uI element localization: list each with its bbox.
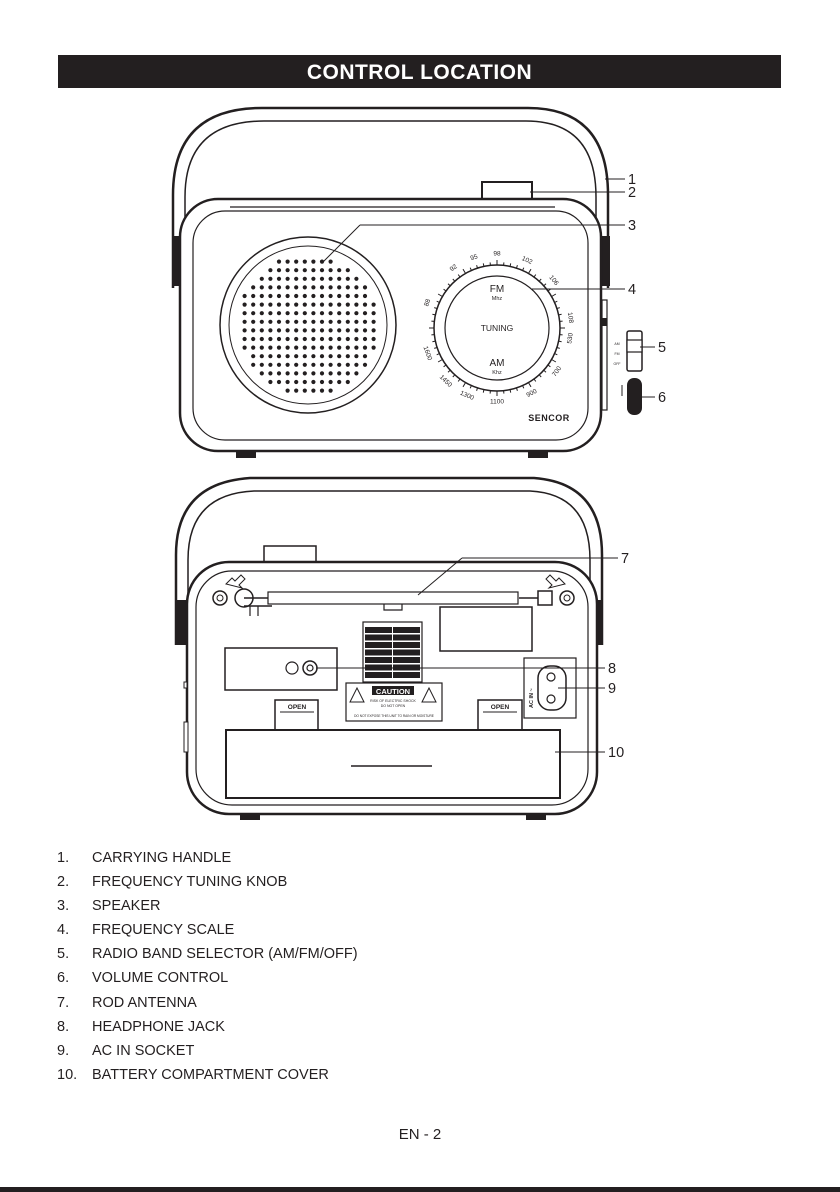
frequency-dial xyxy=(429,260,565,396)
legend-number: 1. xyxy=(57,850,70,866)
dial-am-unit: Khz xyxy=(492,370,502,376)
legend-item: 5. RADIO BAND SELECTOR (AM/FM/OFF) xyxy=(57,942,358,966)
caution-line-1: RISK OF ELECTRIC SHOCK xyxy=(370,699,416,703)
callout-9: 9 xyxy=(608,681,616,697)
dial-frequency-mark: 108 xyxy=(566,312,574,324)
ac-in-label: AC IN ~ xyxy=(529,688,535,708)
legend-item: 4. FREQUENCY SCALE xyxy=(57,918,358,942)
legend-item: 3. SPEAKER xyxy=(57,894,358,918)
headphone-icon xyxy=(285,661,299,675)
dial-frequency-mark: 92 xyxy=(449,263,459,273)
legend-number: 3. xyxy=(57,898,70,915)
band-label-fm: FM xyxy=(614,352,619,356)
caution-line-3: DO NOT EXPOSE THIS UNIT TO RAIN OR MOIST… xyxy=(354,714,434,718)
legend-item: 6. VOLUME CONTROL xyxy=(57,966,358,990)
legend-number: 2. xyxy=(57,874,70,891)
volume-wheel xyxy=(621,378,642,415)
legend-number: 8. xyxy=(57,1018,70,1035)
dial-frequency-mark: 88 xyxy=(423,298,432,308)
band-selector-switch xyxy=(626,330,643,372)
open-label-right: OPEN xyxy=(491,704,510,711)
legend-text: HEADPHONE JACK xyxy=(92,1018,225,1035)
legend-item: 7. ROD ANTENNA xyxy=(57,991,358,1015)
legend-text: ROD ANTENNA xyxy=(92,994,197,1011)
dial-frequency-mark: 900 xyxy=(525,388,538,399)
callout-6: 6 xyxy=(658,390,666,406)
legend-text: SPEAKER xyxy=(92,898,161,915)
open-label-left: OPEN xyxy=(288,704,307,711)
page-title: CONTROL LOCATION xyxy=(58,55,781,88)
legend-item: 9. AC IN SOCKET xyxy=(57,1039,358,1063)
dial-frequency-mark: 95 xyxy=(470,253,479,262)
dial-frequency-mark: 102 xyxy=(521,255,534,266)
arrow-icon xyxy=(545,574,566,589)
callout-5: 5 xyxy=(658,340,666,356)
legend-text: CARRYING HANDLE xyxy=(92,850,232,866)
band-label-am: AM xyxy=(614,342,619,346)
front-view xyxy=(171,106,655,458)
legend-text: BATTERY COMPARTMENT COVER xyxy=(92,1066,329,1083)
radio-front-body xyxy=(178,197,608,458)
back-view xyxy=(174,476,618,820)
battery-compartment-cover xyxy=(225,699,561,799)
callout-7: 7 xyxy=(621,551,629,567)
caution-line-2: DO NOT OPEN xyxy=(381,704,406,708)
parts-legend: 1. CARRYING HANDLE 2. FREQUENCY TUNING KNO… xyxy=(57,846,358,1087)
label-plate xyxy=(439,606,533,652)
dial-frequency-mark: 98 xyxy=(493,251,501,258)
legend-item: 10. BATTERY COMPARTMENT COVER xyxy=(57,1063,358,1087)
dial-center-label: TUNING xyxy=(481,323,514,333)
brand-logo: SENCOR xyxy=(528,413,570,423)
lightning-warning-icon xyxy=(349,686,365,703)
bottom-rule xyxy=(0,1187,840,1192)
callout-3: 3 xyxy=(628,218,636,234)
legend-number: 10. xyxy=(57,1066,78,1083)
arrow-icon xyxy=(225,574,246,589)
legend-item: 8. HEADPHONE JACK xyxy=(57,1015,358,1039)
callout-1: 1 xyxy=(628,172,636,188)
dial-fm-unit: Mhz xyxy=(492,296,503,302)
dial-frequency-mark: 1100 xyxy=(490,399,504,406)
callout-4: 4 xyxy=(628,282,636,298)
band-label-off: OFF xyxy=(614,362,621,366)
callout-numbers: 1 2 3 4 5 6 7 8 9 10 xyxy=(608,172,666,761)
callout-2: 2 xyxy=(628,185,636,201)
dial-fm-label: FM xyxy=(490,284,504,295)
callout-10: 10 xyxy=(608,745,624,761)
dial-am-label: AM xyxy=(490,358,505,369)
legend-number: 7. xyxy=(57,994,70,1011)
dial-frequency-mark: 1600 xyxy=(422,345,434,361)
legend-item: 1. CARRYING HANDLE xyxy=(57,846,358,870)
dial-frequency-mark: 530 xyxy=(566,332,574,344)
legend-number: 4. xyxy=(57,922,70,939)
page-number: EN - 2 xyxy=(398,1126,442,1143)
legend-text: AC IN SOCKET xyxy=(92,1042,195,1059)
legend-text: FREQUENCY TUNING KNOB xyxy=(92,874,288,891)
caution-label xyxy=(345,682,443,722)
legend-number: 9. xyxy=(57,1042,70,1059)
legend-item: 2. FREQUENCY TUNING KNOB xyxy=(57,870,358,894)
back-labels: OPEN OPEN CAUTION RISK OF ELECTRIC SHOCK… xyxy=(288,687,535,718)
legend-number: 6. xyxy=(57,970,70,987)
speaker xyxy=(219,236,397,414)
legend-number: 5. xyxy=(57,946,70,963)
caution-title: CAUTION xyxy=(376,687,410,696)
rod-antenna xyxy=(234,588,553,616)
carrying-handle xyxy=(171,106,610,288)
legend-text: FREQUENCY SCALE xyxy=(92,922,235,939)
callout-8: 8 xyxy=(608,661,616,677)
exclamation-warning-icon xyxy=(421,686,437,703)
legend-text: RADIO BAND SELECTOR (AM/FM/OFF) xyxy=(92,946,358,963)
legend-text: VOLUME CONTROL xyxy=(92,970,229,987)
